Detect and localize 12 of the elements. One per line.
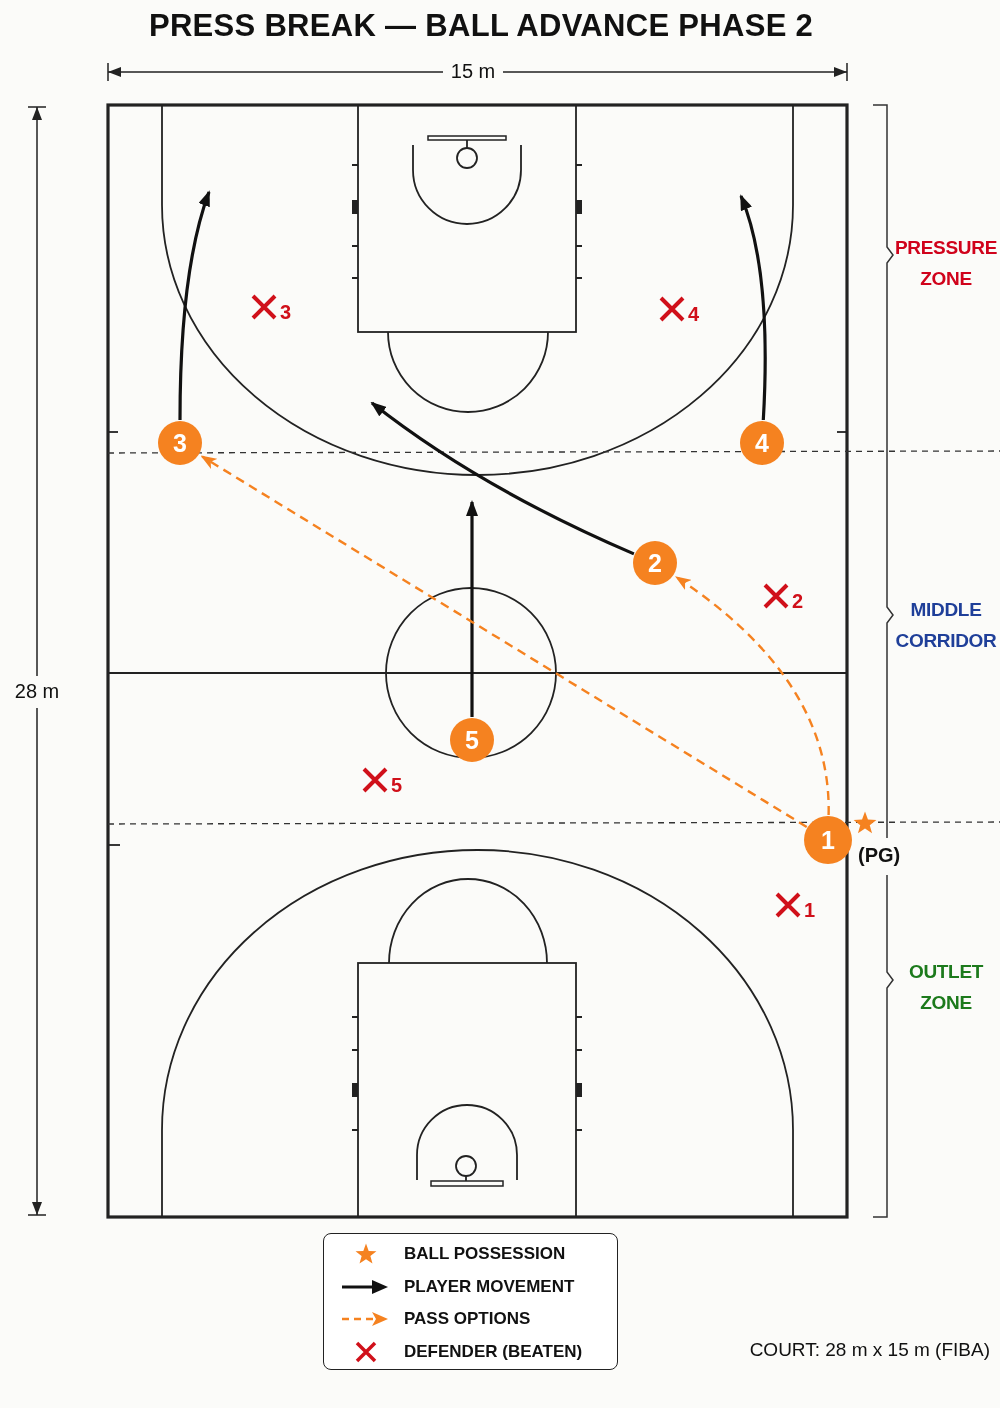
court-size-note: COURT: 28 m x 15 m (FIBA) bbox=[749, 1339, 990, 1361]
legend-label: DEFENDER (BEATEN) bbox=[404, 1341, 583, 1362]
zone-label: PRESSURE ZONE bbox=[894, 236, 998, 292]
legend-label: PLAYER MOVEMENT bbox=[404, 1276, 575, 1297]
position-label: (PG) bbox=[858, 844, 901, 867]
diagram-title: PRESS BREAK — BALL ADVANCE PHASE 2 bbox=[148, 8, 814, 44]
zone-label: OUTLET ZONE bbox=[908, 960, 984, 1016]
dimension-label: 28 m bbox=[14, 680, 60, 703]
zone-label: MIDDLE CORRIDOR bbox=[895, 598, 997, 654]
dimension-label: 15 m bbox=[450, 60, 496, 83]
legend-label: BALL POSSESSION bbox=[404, 1244, 566, 1264]
legend-label: PASS OPTIONS bbox=[404, 1309, 531, 1329]
